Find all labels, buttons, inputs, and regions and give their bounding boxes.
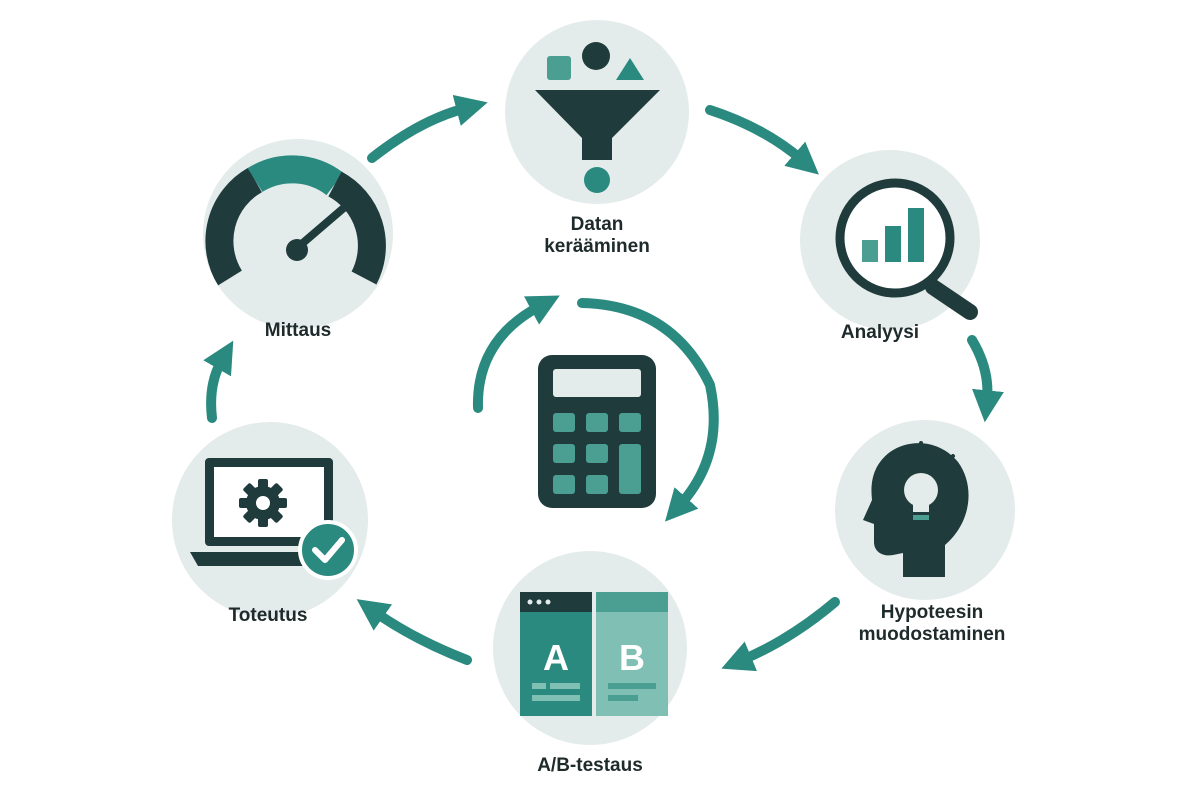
ab-test-browser-icon: A B <box>520 592 668 716</box>
laptop-gear-check-icon <box>190 458 358 580</box>
gauge-icon <box>205 155 386 286</box>
funnel-icon <box>535 42 660 193</box>
stage-label-ab-testing: A/B-testaus <box>537 755 643 776</box>
stage-label-analysis: Analyysi <box>840 322 920 343</box>
stage-label-data-collection-line-2: kerääminen <box>544 236 650 257</box>
head-lightbulb-icon <box>863 441 969 577</box>
cycle-arrow-implementation-to-measurement <box>203 340 234 423</box>
calculator-icon <box>538 355 656 508</box>
variant-b-letter: B <box>619 637 645 678</box>
stage-label-hypothesis-line-2: muodostaminen <box>858 624 1006 645</box>
cycle-arrows-icon <box>472 295 719 522</box>
stage-label-measurement: Mittaus <box>264 320 332 341</box>
cycle-arrow-analysis-to-hypothesis <box>967 335 1004 423</box>
cycle-arrow-ab-to-implementation <box>356 599 472 665</box>
cycle-arrow-hypothesis-to-ab <box>721 597 840 672</box>
magnifier-chart-icon <box>835 178 978 320</box>
stage-label-hypothesis-line-1: Hypoteesin <box>880 602 984 623</box>
cycle-arrow-measurement-to-data <box>367 94 488 163</box>
stage-label-data-collection-line-1: Datan <box>570 214 624 235</box>
variant-a-letter: A <box>543 637 569 678</box>
stage-label-implementation: Toteutus <box>228 605 308 626</box>
cycle-arrow-data-to-analysis <box>705 105 819 175</box>
